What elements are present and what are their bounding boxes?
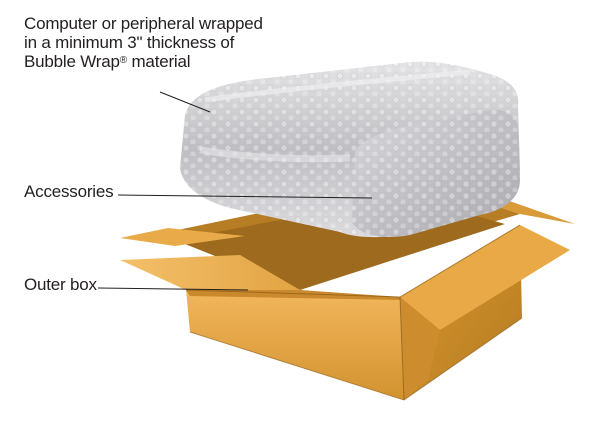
accessories-label: Accessories <box>24 182 113 201</box>
bubble-wrapped-computer <box>180 62 520 237</box>
box-front <box>186 290 404 400</box>
computer-label-line1: Computer or peripheral wrapped <box>24 14 263 33</box>
outer-box-label: Outer box <box>24 275 97 294</box>
registered-mark: ® <box>120 55 127 66</box>
computer-label-line3: Bubble Wrap® material <box>24 52 263 71</box>
computer-label-line2: in a minimum 3" thickness of <box>24 33 263 52</box>
computer-label: Computer or peripheral wrapped in a mini… <box>24 14 263 71</box>
bubble-wrap-text: Bubble Wrap <box>24 52 120 71</box>
material-text: material <box>127 52 190 71</box>
